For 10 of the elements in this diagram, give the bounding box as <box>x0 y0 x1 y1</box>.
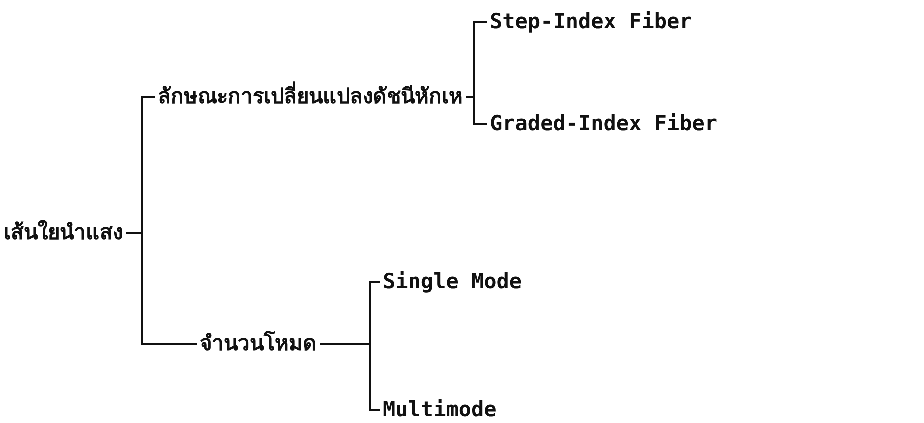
node-label: เส้นใยนำแสง <box>4 220 123 246</box>
node-label: จำนวนโหมด <box>200 331 317 357</box>
node-label: Multimode <box>383 397 497 423</box>
connector-line <box>466 96 487 125</box>
connector-line <box>320 343 380 411</box>
node-label: ลักษณะการเปลี่ยนแปลงดัชนีหักเห <box>158 84 463 110</box>
connector-line <box>126 232 197 345</box>
node-label: Graded-Index Fiber <box>490 111 718 137</box>
node-label: Single Mode <box>383 269 522 295</box>
node-label: Step-Index Fiber <box>490 9 692 35</box>
